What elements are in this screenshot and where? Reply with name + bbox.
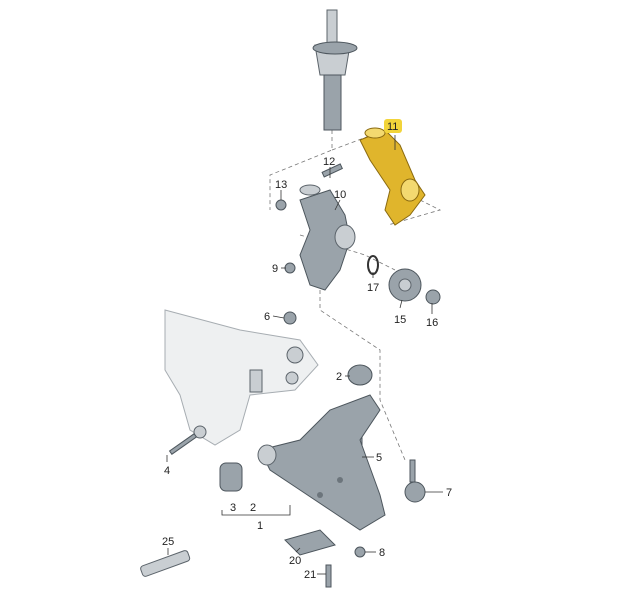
callout-25: 25 [162, 536, 174, 548]
callout-17: 17 [367, 282, 379, 294]
nut-13 [275, 199, 287, 211]
o-ring-17 [367, 255, 379, 275]
cover-20 [284, 529, 336, 556]
nut-9 [284, 262, 296, 274]
callout-6: 6 [264, 311, 270, 323]
steering-knuckle [299, 184, 356, 291]
highlight-badge [384, 119, 402, 133]
callout-21: 21 [304, 569, 316, 581]
callout-5: 5 [376, 452, 382, 464]
callout-2: 2 [250, 502, 256, 514]
control-arm [257, 394, 386, 531]
leader-lines [166, 135, 443, 575]
callout-16: 16 [426, 317, 438, 329]
callout-8: 8 [379, 547, 385, 559]
callout-7: 7 [446, 487, 452, 499]
steering-knuckle-highlighted [359, 127, 426, 226]
bolt-21 [325, 564, 332, 588]
nut-6 [283, 311, 297, 325]
callout-4: 4 [164, 465, 170, 477]
callout-1: 1 [257, 520, 263, 532]
subframe [164, 309, 319, 446]
bushing-2 [347, 364, 373, 386]
callout-10: 10 [334, 189, 346, 201]
callout-13: 13 [275, 179, 287, 191]
callout-11: 11 [387, 121, 398, 133]
callout-9: 9 [272, 263, 278, 275]
bushing-3 [219, 462, 243, 492]
nut-8 [354, 546, 366, 558]
bolt-12 [321, 163, 343, 178]
bolt-4 [168, 433, 198, 455]
grease-tube-25 [140, 550, 191, 577]
callout-2-bushing: 2 [336, 371, 342, 383]
nut-16 [425, 289, 441, 305]
callout-20: 20 [289, 555, 301, 567]
strut-shock-absorber [312, 9, 358, 131]
callout-3: 3 [230, 502, 236, 514]
callout-labels: 11 12 13 10 9 17 15 16 6 2 4 5 7 3 2 1 2… [162, 119, 452, 581]
callout-15: 15 [394, 314, 406, 326]
callout-12: 12 [323, 156, 335, 168]
ball-joint-7 [404, 481, 426, 503]
